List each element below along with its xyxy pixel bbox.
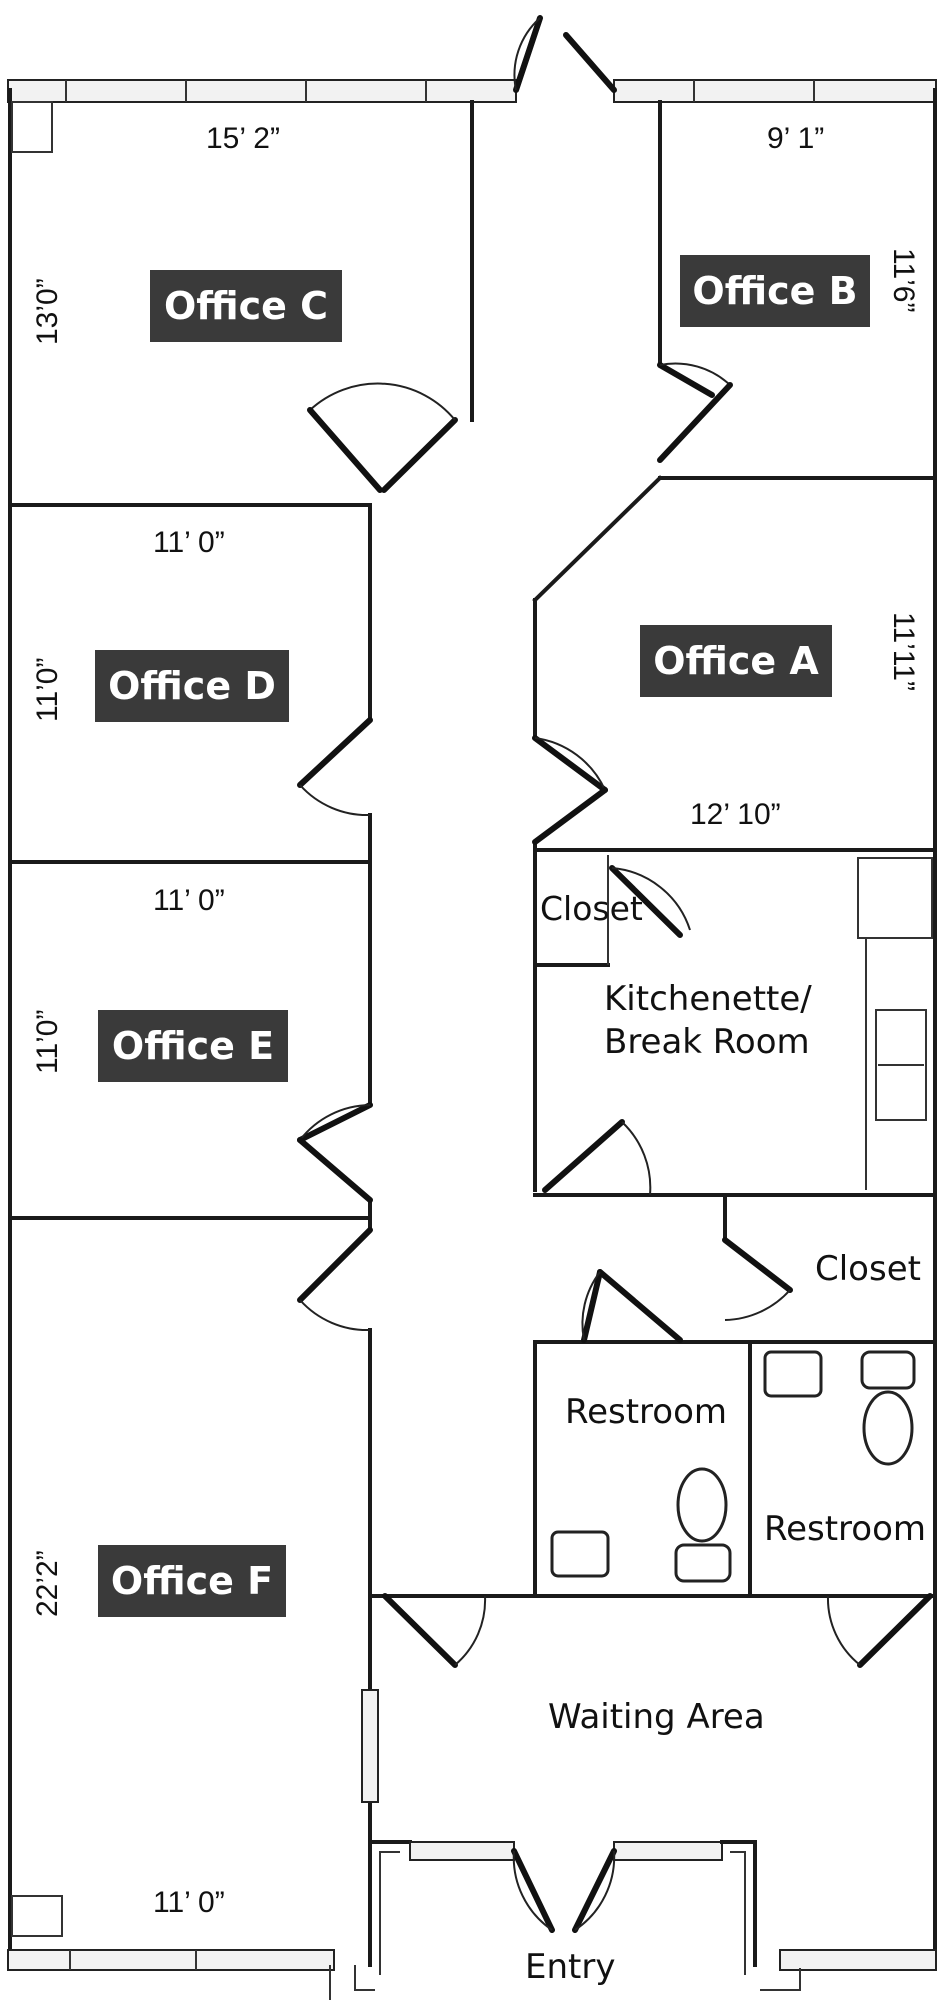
entry-label: Entry bbox=[525, 1947, 616, 1987]
closet-right-label: Closet bbox=[815, 1249, 921, 1289]
office-e-width: 11’ 0” bbox=[153, 884, 225, 917]
restroom-fixtures bbox=[550, 1350, 916, 1583]
closet-kitchen-label: Closet bbox=[540, 889, 643, 928]
office-e-label: Office E bbox=[98, 1010, 288, 1082]
office-c-label: Office C bbox=[150, 270, 342, 342]
office-f-width: 11’ 0” bbox=[153, 1886, 225, 1919]
office-f-label: Office F bbox=[98, 1545, 286, 1617]
office-b-depth: 11’6” bbox=[887, 248, 920, 313]
office-a-depth: 11’11” bbox=[887, 612, 920, 691]
restroom-left-label: Restroom bbox=[565, 1392, 728, 1432]
kitchenette-label-line1: Kitchenette/ bbox=[604, 979, 812, 1019]
office-c-depth: 13’0” bbox=[31, 278, 64, 345]
interior-walls bbox=[8, 100, 937, 1842]
entry-vestibule bbox=[329, 1840, 801, 2000]
office-e-depth: 11’0” bbox=[31, 1009, 64, 1074]
waiting-area-label: Waiting Area bbox=[548, 1697, 765, 1737]
restroom-right-label: Restroom bbox=[764, 1509, 927, 1549]
office-a-width: 12’ 10” bbox=[690, 798, 781, 831]
office-d-label: Office D bbox=[95, 650, 289, 722]
office-f-depth: 22’2” bbox=[31, 1550, 64, 1617]
office-a-label: Office A bbox=[640, 625, 832, 697]
office-d-depth: 11’0” bbox=[31, 657, 64, 722]
exterior-walls bbox=[7, 79, 937, 1971]
north-door bbox=[513, 15, 617, 93]
interior-doors bbox=[297, 362, 933, 1668]
office-d-width: 11’ 0” bbox=[153, 526, 225, 559]
office-c-width: 15’ 2” bbox=[206, 122, 280, 155]
office-b-label: Office B bbox=[680, 255, 870, 327]
office-b-width: 9’ 1” bbox=[767, 122, 825, 155]
kitchenette-label-line2: Break Room bbox=[604, 1022, 810, 1062]
